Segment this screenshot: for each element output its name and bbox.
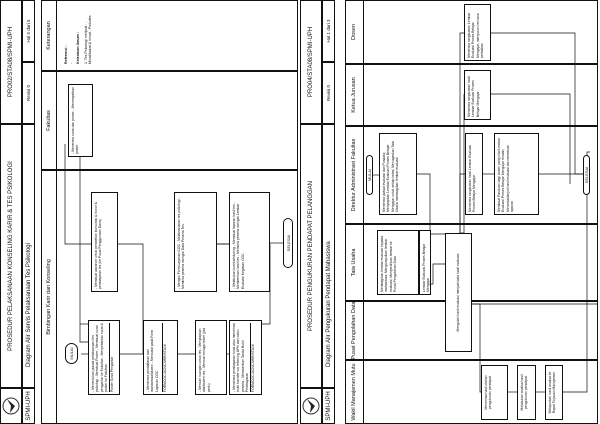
process-box: Melakukan analisa hasil pengukuran penda… [517,365,536,420]
lane-label: Ketua Jurusan [345,64,364,126]
reference-value: - [68,62,73,64]
process-box: Menerima jadwal evaluasi dari Pusdata; M… [379,133,417,215]
lane-label: Bimbingan Karir dan Konseling [41,170,57,424]
keterangan-notes: Referensi : - Ketentuan Umum : 1. Tes Ps… [64,4,93,64]
doc-subtitle: Diagram Alir Servis Pelaksanaan Tes Psik… [22,124,35,388]
process-box: Membagikan lembar evaluasi kepada mahasi… [377,230,419,295]
box-text: - Menentukan jadwal pelaksanaan tes psik… [91,323,108,392]
process-box: - Mengisi Form Layanan CGC - Melaksanaka… [174,192,217,292]
process-box: - Membuat advance untuk pembelian konsum… [91,192,118,292]
process-box: Menerima rangkuman Lembar Evaluasi Prose… [464,4,491,61]
logo [0,388,22,424]
unit: SPMI-UPH [22,388,35,424]
lane-label: Tata Usaha [345,224,364,301]
lane-label: Dosen [345,0,364,64]
revision: Revisi 0 [322,62,335,124]
process-box: - Menerima pembayaran tunai atau menerim… [229,320,262,395]
logo [300,388,322,424]
process-box: - Mencari ruangan untuk tes - Menyiapkan… [195,320,227,395]
box-note: FORMCGC-DCNCS/RR/STA04 [250,323,256,392]
doc-title: PROSEDUR PELAKSANAAN KONSELING KARIR & T… [0,124,22,388]
process-note: Lembar Evaluasi Proses Belajar Mengajar [419,230,431,295]
lane-label: Wakil Manajemen Mutu [345,360,364,424]
lane-label: Keterangan [41,0,57,71]
end-terminator: SELESAI [583,155,590,195]
start-terminator: MULAI [366,155,373,195]
general-text: 1. Tes Psikologi meliputi : - Minat/baka… [83,15,93,64]
lane-label: Pusat Pengolahan Data [345,301,364,360]
process-box: - Menerima surat dan poster - Menempelka… [68,84,93,157]
box-text: - Menerima pembayaran tunai atau menerim… [232,323,249,392]
page-number: Hal 5 dari 5 [22,0,35,62]
doc-number: PRO04/STA08/SPMI-UPH [300,0,322,124]
process-box: Menerima rangkuman hasil Lembar Evaluasi… [465,133,483,215]
revision: Revisi 0 [22,62,35,124]
box-note: FORMCGC-DCNCS/RR/STA04 [161,323,168,392]
end-terminator: SELESAI [283,218,293,268]
process-box: Membuat Panduan bagi dosen yang nilai Le… [494,133,539,215]
doc-subtitle: Diagram Alir Pengukuran Pendapat Mahasis… [322,124,335,388]
general-label: Ketentuan Umum : [76,32,81,64]
start-terminator: MULAI [65,343,78,364]
doc-number: PRO02/STA08/SPMI-UPH [0,0,22,124]
unit: SPMI-UPH [322,388,335,424]
lane-label: Fakultas [41,71,57,170]
page-number: Hal 1 dari 3 [322,0,335,62]
process-box: - Melakukan koreksi/skoring - Membuat la… [229,192,270,292]
right-page: PROSEDUR PENGUKURAN PENDAPAT PELANGGAN P… [300,0,598,424]
process-box: Menerima hasil olahan pengukuran pendapa… [481,365,508,420]
box-note: Poster Surat Pengantar [109,323,115,392]
process-box: Mengolah hasil evaluasi menjadi data has… [445,233,472,352]
left-page: PROSEDUR PELAKSANAAN KONSELING KARIR & T… [0,0,298,424]
process-box: Menerima rangkuman hasil Lembar Evaluasi… [464,70,491,120]
process-box: - Menerima pendaftaran dari mahasiswa/al… [143,320,178,395]
box-text: - Menerima pendaftaran dari mahasiswa/al… [146,329,159,392]
process-box: - Menentukan jadwal pelaksanaan tes psik… [88,320,120,395]
doc-title: PROSEDUR PENGUKURAN PENDAPAT PELANGGAN [300,124,322,388]
process-box: Melaporkan hasil analisa ke Rapat Tinjau… [545,365,563,420]
lane-label: Direktur Administrasi Fakultas [345,126,364,224]
